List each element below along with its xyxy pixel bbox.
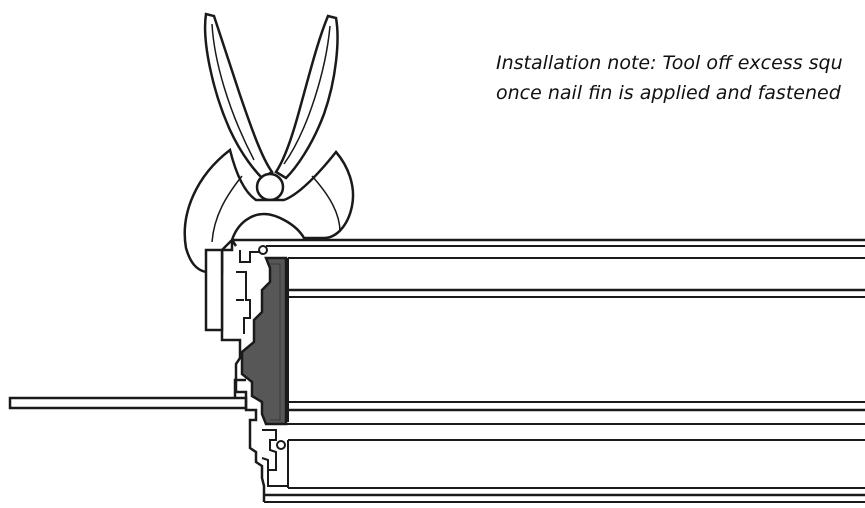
spring-clamp-icon [183, 12, 355, 332]
installation-note-line-1: Installation note: Tool off excess squ [496, 52, 843, 74]
installation-note-line-2: once nail fin is applied and fastened [496, 82, 841, 104]
nail-fin [8, 378, 248, 410]
glazing-seal [240, 256, 288, 426]
installation-note: Installation note: Tool off excess squ o… [496, 48, 865, 108]
frame-end-profile [220, 240, 288, 502]
frame-extrusion [229, 238, 865, 503]
